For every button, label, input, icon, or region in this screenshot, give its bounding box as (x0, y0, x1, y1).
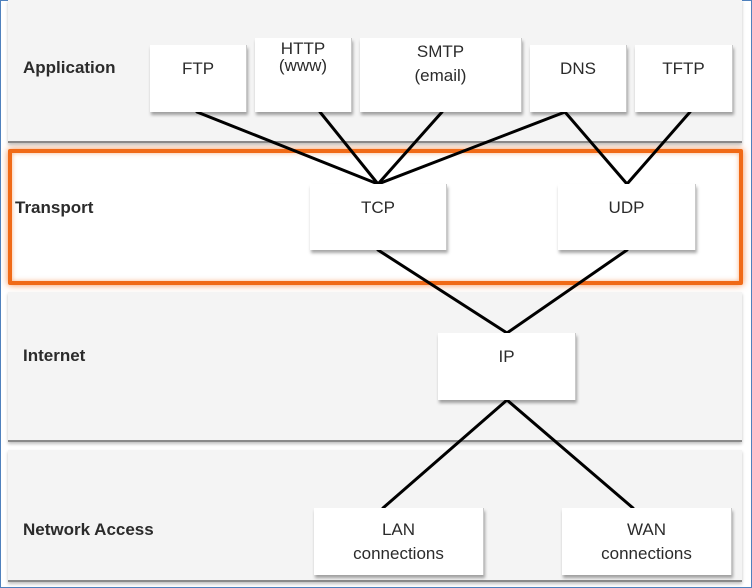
udp-ip-line (505, 248, 629, 335)
smtp-box: SMTP (email) (360, 38, 522, 112)
tcp-box: TCP (310, 184, 447, 250)
udp-label: UDP (608, 198, 645, 217)
internet-layer-label: Internet (23, 346, 86, 365)
wan-sublabel: connections (601, 543, 692, 563)
tftp-box: TFTP (635, 45, 733, 112)
dns-udp-line (563, 110, 629, 186)
dns-box: DNS (530, 45, 627, 112)
http-box: HTTP (www) (255, 38, 352, 112)
wan-label: WAN (626, 519, 667, 539)
wan-connections-box: WAN connections (562, 508, 732, 575)
tftp-label: TFTP (662, 59, 705, 78)
http-sublabel: (www) (278, 56, 328, 75)
transport-layer-label: Transport (15, 198, 94, 217)
udp-box: UDP (558, 184, 696, 250)
application-layer-label: Application (23, 58, 116, 77)
smtp-tcp-line (376, 110, 444, 186)
tftp-udp-line (625, 110, 692, 186)
dns-label: DNS (560, 59, 596, 78)
ip-box: IP (438, 333, 576, 400)
dns-tcp-line (376, 110, 567, 186)
smtp-sublabel: (email) (414, 66, 467, 85)
ftp-box: FTP (150, 45, 247, 112)
http-label: HTTP (280, 39, 326, 58)
tcp-label: TCP (361, 198, 395, 217)
lan-sublabel: connections (353, 543, 444, 563)
network-access-layer-label: Network Access (23, 520, 154, 539)
ip-wan-line (505, 398, 635, 510)
internet-layer-band: Internet (8, 292, 742, 442)
http-tcp-line (318, 110, 380, 186)
lan-connections-box: LAN connections (314, 508, 484, 575)
ftp-tcp-line (195, 110, 380, 186)
ftp-label: FTP (181, 59, 215, 78)
smtp-label: SMTP (416, 42, 465, 61)
ip-lan-line (381, 398, 509, 510)
ip-label: IP (498, 347, 515, 366)
lan-label: LAN (381, 519, 416, 539)
tcp-ip-line (376, 248, 509, 335)
